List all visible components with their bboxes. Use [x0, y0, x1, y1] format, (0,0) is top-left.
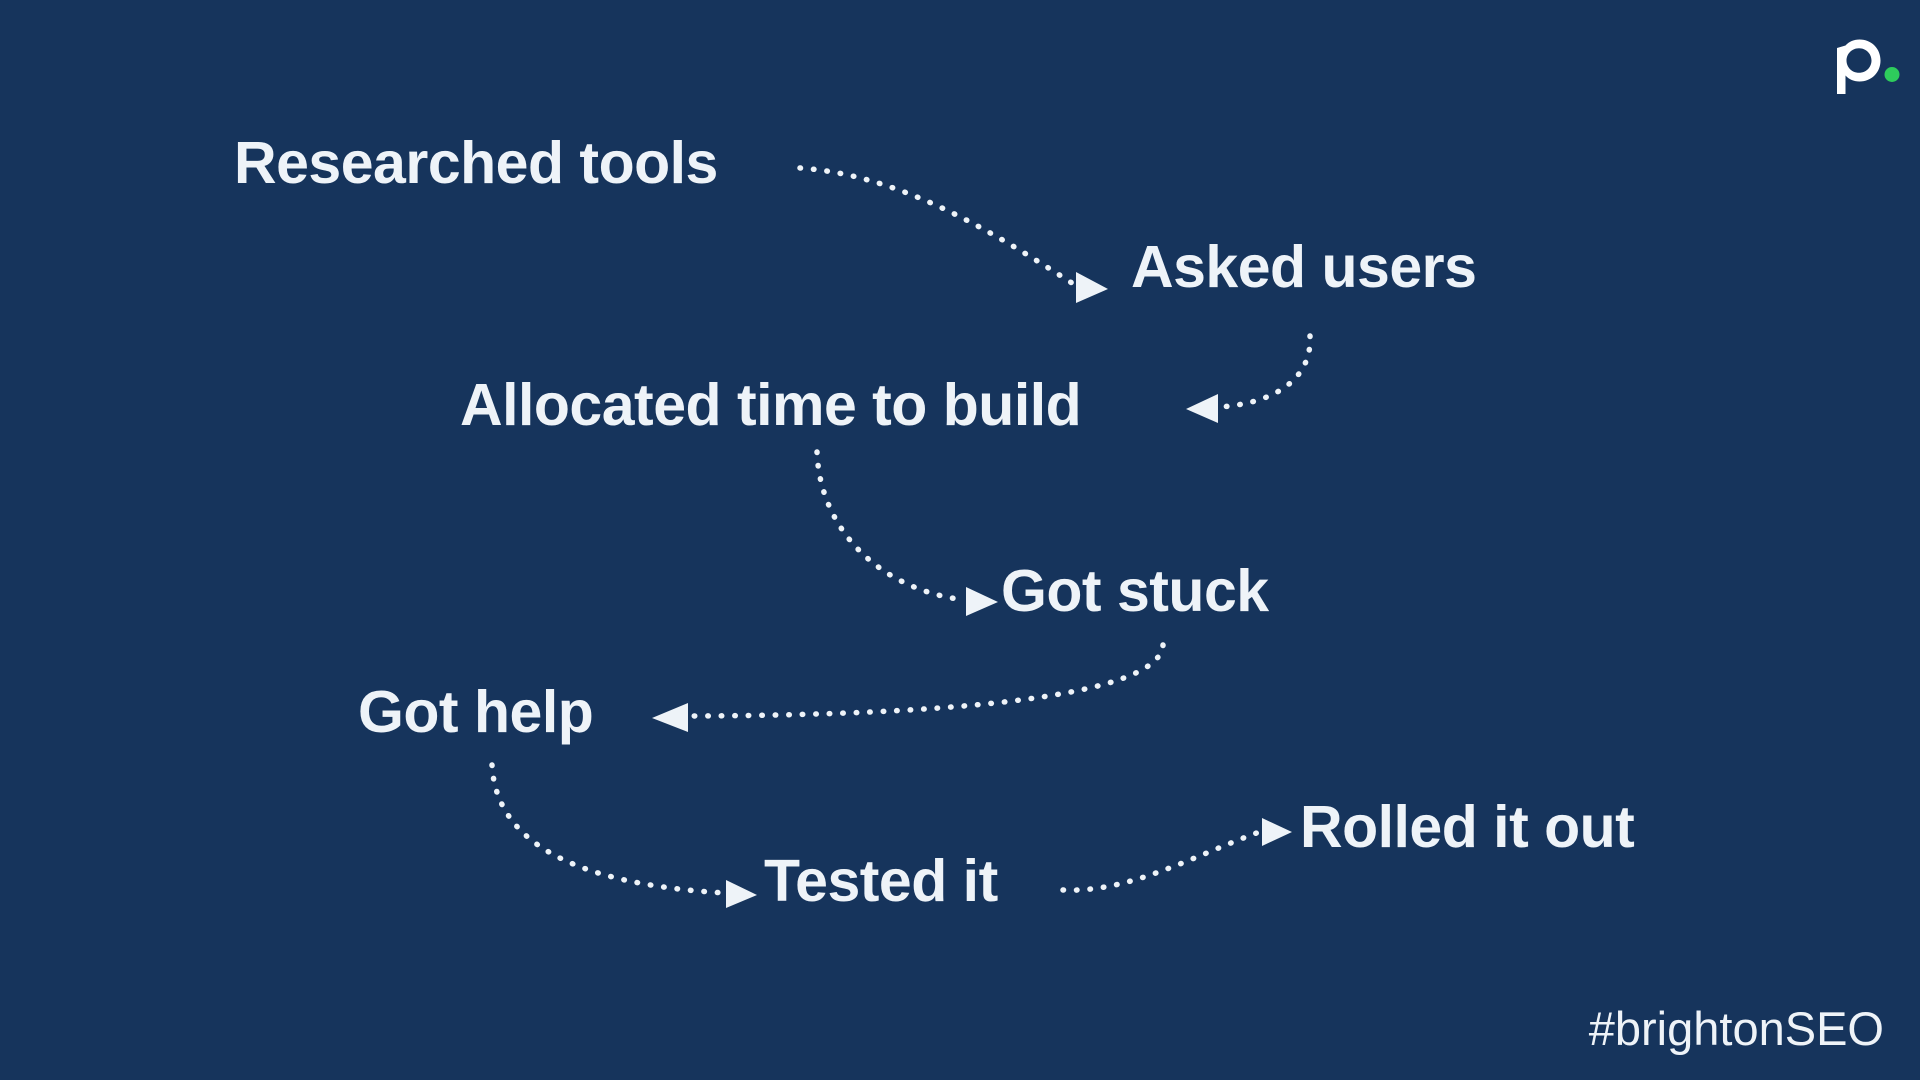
connector-allocated-time-to-got-stuck	[814, 449, 998, 616]
logo-green-dot	[1884, 67, 1900, 82]
footer-hashtag: #brightonSEO	[1588, 1002, 1884, 1055]
step-allocated-time-to-build: Allocated time to build	[460, 372, 1082, 438]
connector-got-stuck-to-got-help	[652, 642, 1166, 732]
step-got-stuck: Got stuck	[1001, 558, 1269, 624]
step-researched-tools: Researched tools	[234, 130, 718, 196]
step-got-help: Got help	[358, 679, 594, 745]
brand-logo-icon	[1837, 39, 1900, 94]
connector-researched-tools-to-asked-users	[797, 165, 1108, 303]
connector-asked-users-to-allocated-time	[1186, 333, 1313, 423]
step-rolled-it-out: Rolled it out	[1300, 794, 1635, 860]
step-tested-it: Tested it	[764, 848, 998, 914]
step-asked-users: Asked users	[1131, 234, 1477, 300]
connector-got-help-to-tested-it	[489, 762, 757, 908]
connector-tested-it-to-rolled-it-out	[1060, 818, 1292, 893]
